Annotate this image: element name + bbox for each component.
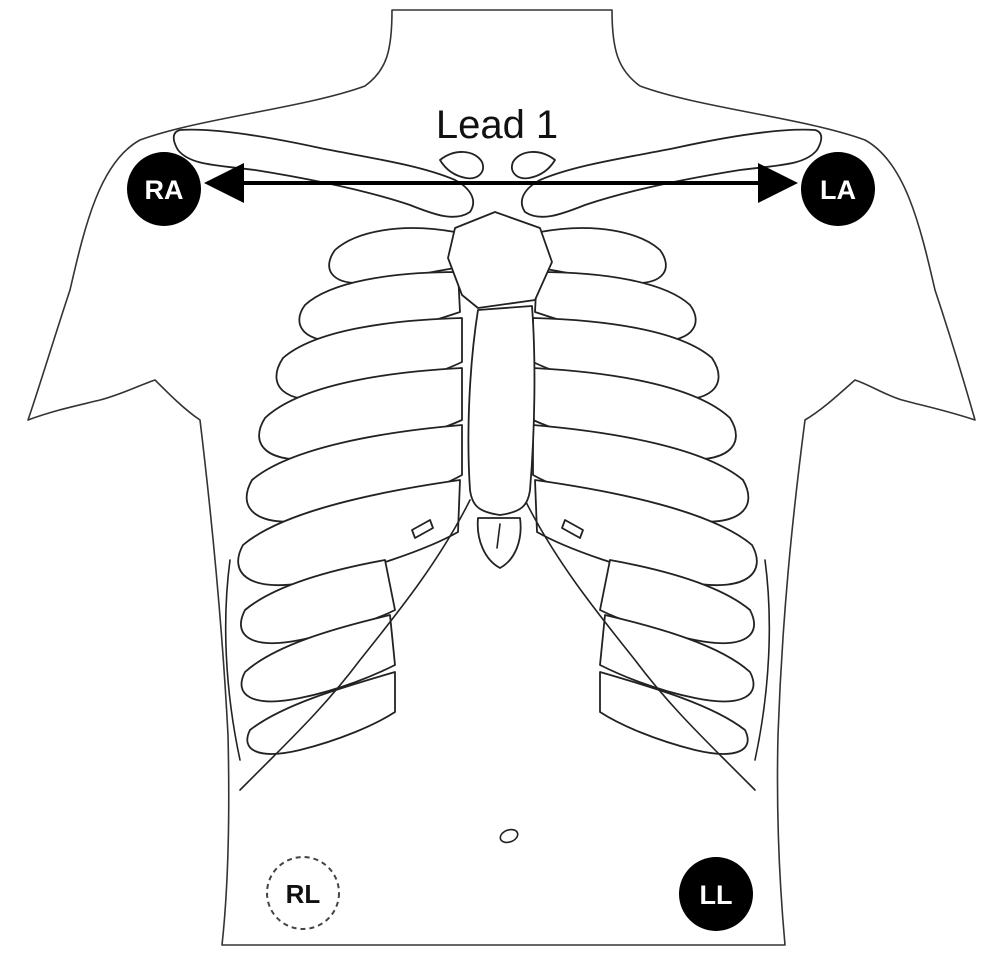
electrode-ll: LL bbox=[679, 857, 753, 931]
electrode-rl: RL bbox=[267, 857, 339, 929]
manubrium bbox=[448, 212, 552, 308]
electrode-la: LA bbox=[801, 152, 875, 226]
electrode-ra-label: RA bbox=[145, 175, 184, 205]
sternum-body bbox=[468, 306, 534, 515]
electrode-ll-label: LL bbox=[700, 880, 733, 910]
electrode-ra: RA bbox=[127, 152, 201, 226]
electrode-la-label: LA bbox=[820, 175, 856, 205]
lead-1-label: Lead 1 bbox=[436, 103, 558, 147]
electrode-rl-label: RL bbox=[286, 879, 321, 909]
